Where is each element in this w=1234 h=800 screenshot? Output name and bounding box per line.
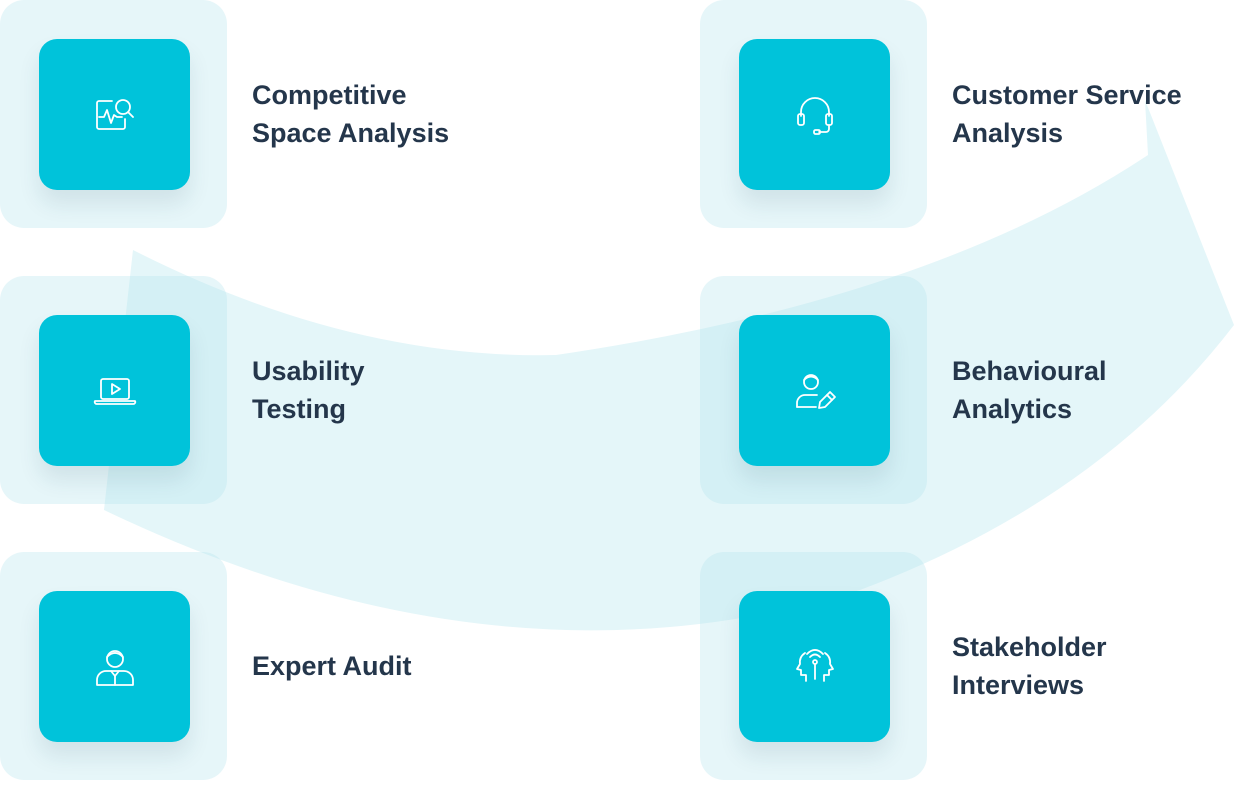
label-line-2: Space Analysis xyxy=(252,118,450,148)
icon-square xyxy=(39,591,190,742)
item-usability-testing: Usability Testing xyxy=(0,276,600,504)
icon-square xyxy=(39,315,190,466)
item-label: Customer Service Analysis xyxy=(952,0,1234,228)
label-line-2: Analysis xyxy=(952,118,1064,148)
item-label: Expert Audit xyxy=(252,552,572,780)
item-competitive-space-analysis: Competitive Space Analysis xyxy=(0,0,600,228)
item-label: Stakeholder Interviews xyxy=(952,552,1234,780)
label-line-1: Stakeholder xyxy=(952,632,1107,662)
label-line-1: Competitive xyxy=(252,80,407,110)
user-edit-icon xyxy=(795,373,836,409)
item-expert-audit: Expert Audit xyxy=(0,552,600,780)
item-behavioural-analytics: Behavioural Analytics xyxy=(700,276,1234,504)
item-label: Competitive Space Analysis xyxy=(252,0,572,228)
item-label: Usability Testing xyxy=(252,276,572,504)
icon-square xyxy=(39,39,190,190)
label-line-1: Expert Audit xyxy=(252,651,412,681)
item-stakeholder-interviews: Stakeholder Interviews xyxy=(700,552,1234,780)
label-line-2: Interviews xyxy=(952,670,1085,700)
icon-square xyxy=(739,591,890,742)
item-label: Behavioural Analytics xyxy=(952,276,1234,504)
label-line-1: Behavioural xyxy=(952,356,1107,386)
user-icon xyxy=(95,649,134,686)
icon-square xyxy=(739,315,890,466)
label-line-2: Testing xyxy=(252,394,346,424)
label-line-1: Customer Service xyxy=(952,80,1182,110)
label-line-1: Usability xyxy=(252,356,365,386)
item-customer-service-analysis: Customer Service Analysis xyxy=(700,0,1234,228)
faces-dialogue-icon xyxy=(795,648,834,682)
laptop-play-icon xyxy=(93,377,136,405)
icon-square xyxy=(739,39,890,190)
headset-icon xyxy=(796,96,833,135)
label-line-2: Analytics xyxy=(952,394,1073,424)
chart-magnifier-icon xyxy=(95,98,134,130)
